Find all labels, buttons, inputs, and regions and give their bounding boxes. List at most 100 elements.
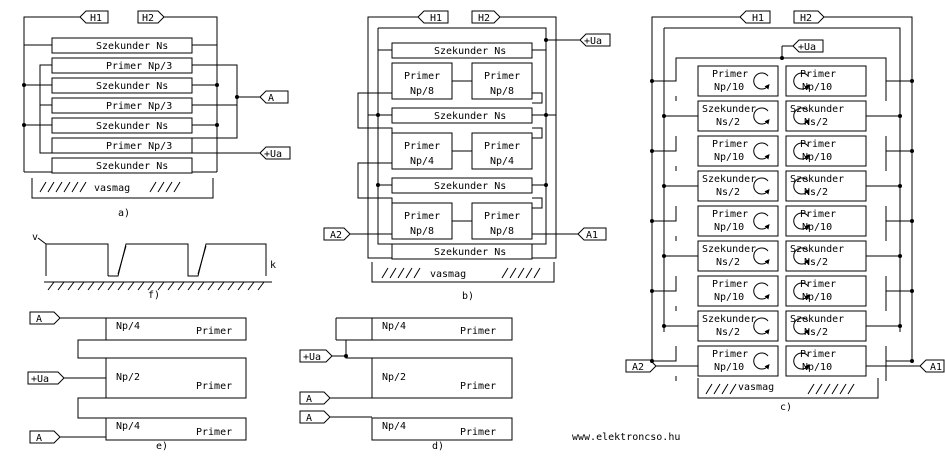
svg-text:Np/8: Np/8 bbox=[410, 226, 434, 237]
winding-secondary bbox=[51, 157, 193, 174]
winding-primary bbox=[471, 132, 533, 170]
winding-label: Primer bbox=[712, 69, 748, 80]
winding-label: Np/10 bbox=[714, 82, 744, 93]
svg-text:Primer: Primer bbox=[196, 381, 232, 392]
svg-text:Np/4: Np/4 bbox=[410, 156, 434, 167]
rotation-arrow-icon bbox=[793, 212, 810, 230]
winding-secondary bbox=[697, 100, 779, 132]
terminal-a1: A1 bbox=[577, 227, 607, 241]
svg-text:Np/4: Np/4 bbox=[382, 421, 406, 432]
rotation-arrow-icon bbox=[753, 352, 770, 370]
winding-label: Szekunder Ns bbox=[96, 41, 168, 52]
winding-label: Primer bbox=[712, 279, 748, 290]
winding-label: Primer Np/3 bbox=[106, 101, 172, 112]
winding-label: Primer Np/3 bbox=[106, 61, 172, 72]
winding-primary bbox=[785, 65, 867, 97]
panel-a: H1 H2 Szekunder Ns Primer Np/3 Szekunder… bbox=[22, 10, 291, 219]
svg-text:A: A bbox=[36, 433, 42, 444]
winding-label: Primer bbox=[712, 349, 748, 360]
terminal-ua: +Ua bbox=[792, 39, 824, 53]
winding-secondary bbox=[697, 310, 779, 342]
svg-text:Np/2: Np/2 bbox=[382, 372, 406, 383]
winding-label: Ns/2 bbox=[716, 327, 740, 338]
winding-label: Np/10 bbox=[714, 362, 744, 373]
winding-primary bbox=[105, 317, 247, 341]
winding-label: Np/10 bbox=[714, 152, 744, 163]
winding-label: Szekunder Ns bbox=[96, 121, 168, 132]
svg-text:Szekunder Ns: Szekunder Ns bbox=[434, 46, 506, 57]
svg-text:A1: A1 bbox=[930, 362, 942, 373]
winding-label: Np/10 bbox=[802, 152, 832, 163]
winding-label: Ns/2 bbox=[804, 327, 828, 338]
winding-label: Szekunder bbox=[702, 174, 756, 185]
caption: d) bbox=[432, 441, 444, 452]
svg-text:H2: H2 bbox=[800, 13, 812, 24]
rotation-arrow-icon bbox=[793, 177, 810, 195]
svg-text:Szekunder Ns: Szekunder Ns bbox=[434, 111, 506, 122]
svg-text:A2: A2 bbox=[330, 230, 342, 241]
winding-label: Ns/2 bbox=[804, 187, 828, 198]
svg-text:Primer: Primer bbox=[196, 326, 232, 337]
svg-text:vasmag: vasmag bbox=[430, 269, 466, 280]
svg-text:vasmag: vasmag bbox=[94, 183, 130, 194]
rotation-arrow-icon bbox=[753, 72, 770, 90]
rotation-arrow-icon bbox=[793, 72, 810, 90]
winding-primary bbox=[471, 62, 533, 100]
terminal-a1: A1 bbox=[919, 359, 945, 373]
svg-text:Primer: Primer bbox=[460, 326, 496, 337]
winding-primary bbox=[697, 275, 779, 307]
terminal-h2: H2 bbox=[471, 10, 501, 24]
svg-text:A: A bbox=[36, 314, 42, 325]
winding-primary bbox=[105, 417, 247, 441]
winding-primary bbox=[51, 137, 193, 154]
winding-label: Szekunder bbox=[702, 314, 756, 325]
terminal-a: A bbox=[29, 430, 61, 444]
svg-text:+Ua: +Ua bbox=[798, 42, 816, 53]
label-v: v bbox=[32, 232, 38, 243]
svg-text:Np/2: Np/2 bbox=[116, 372, 140, 383]
terminal-h2: H2 bbox=[137, 10, 165, 24]
winding-secondary bbox=[785, 170, 867, 202]
rotation-arrow-icon bbox=[793, 107, 810, 125]
svg-text:H1: H1 bbox=[430, 13, 442, 24]
iron-core: vasmag bbox=[697, 378, 879, 399]
svg-text:A: A bbox=[268, 93, 274, 104]
winding-label: Ns/2 bbox=[716, 117, 740, 128]
winding-primary bbox=[371, 417, 513, 441]
terminal-a: A bbox=[299, 391, 331, 405]
svg-text:Np/4: Np/4 bbox=[116, 321, 140, 332]
caption: b) bbox=[462, 291, 474, 302]
svg-text:A: A bbox=[306, 394, 312, 405]
winding-primary bbox=[785, 345, 867, 377]
caption: c) bbox=[780, 402, 792, 413]
winding-label: Primer bbox=[800, 209, 836, 220]
terminal-h1: H1 bbox=[417, 10, 449, 24]
winding-label: Szekunder bbox=[790, 104, 844, 115]
winding-label: Primer bbox=[800, 349, 836, 360]
terminal-a: A bbox=[29, 311, 61, 325]
svg-text:A2: A2 bbox=[632, 362, 644, 373]
rotation-arrow-icon bbox=[753, 317, 770, 335]
svg-text:Primer: Primer bbox=[404, 211, 440, 222]
svg-text:Primer: Primer bbox=[484, 141, 520, 152]
svg-text:Np/4: Np/4 bbox=[382, 321, 406, 332]
winding-label: Np/10 bbox=[802, 292, 832, 303]
iron-core: vasmag bbox=[371, 262, 555, 283]
winding-secondary bbox=[785, 310, 867, 342]
iron-core: vasmag bbox=[31, 178, 214, 199]
winding-primary bbox=[391, 62, 453, 100]
terminal-h2: H2 bbox=[793, 10, 825, 24]
svg-text:Np/4: Np/4 bbox=[490, 156, 514, 167]
rotation-arrow-icon bbox=[793, 247, 810, 265]
winding-label: Ns/2 bbox=[804, 257, 828, 268]
svg-text:Primer: Primer bbox=[196, 427, 232, 438]
rotation-arrow-icon bbox=[753, 247, 770, 265]
winding-primary bbox=[105, 357, 247, 399]
winding-primary bbox=[391, 132, 453, 170]
svg-text:Primer: Primer bbox=[484, 211, 520, 222]
winding-primary bbox=[471, 202, 533, 240]
rotation-arrow-icon bbox=[753, 107, 770, 125]
svg-text:Szekunder Ns: Szekunder Ns bbox=[434, 247, 506, 258]
winding-primary bbox=[697, 65, 779, 97]
winding-label: Szekunder bbox=[790, 244, 844, 255]
